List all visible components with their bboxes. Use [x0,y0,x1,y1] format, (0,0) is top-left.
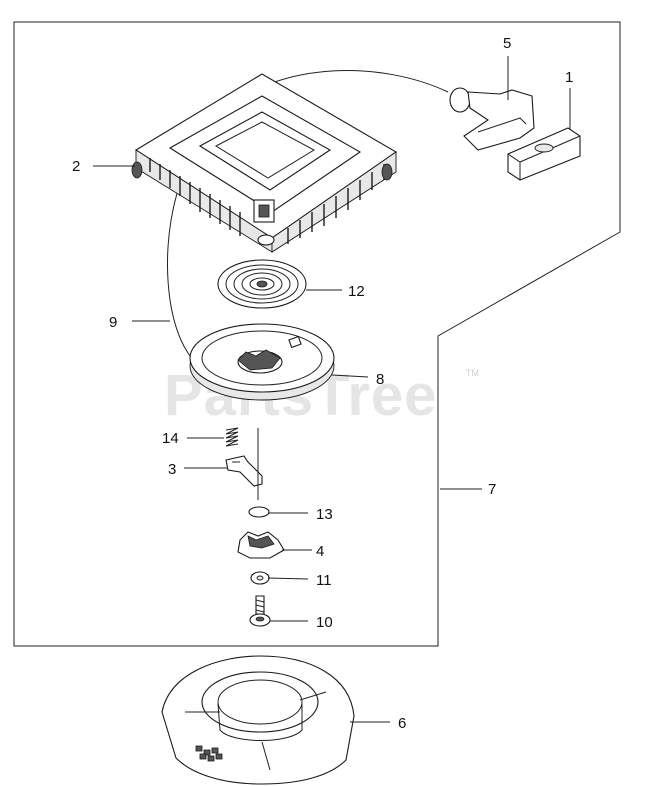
callout-10: 10 [316,614,333,631]
leader-lines [93,56,571,723]
rope-pulley [189,323,335,401]
recoil-spring [217,259,307,309]
pawl-spring [225,427,239,447]
starter-handle [449,87,535,151]
callout-8: 8 [376,371,384,388]
starter-cup [161,655,355,785]
callout-11: 11 [316,572,332,589]
callout-9: 9 [109,314,117,331]
ratchet [237,531,285,559]
callout-5: 5 [503,35,511,52]
washer-13 [248,506,270,518]
callout-3: 3 [168,461,176,478]
starter-housing [131,73,398,253]
assembly-boundary [13,21,621,647]
callout-14: 14 [162,430,179,447]
callout-12: 12 [348,283,365,300]
watermark-tm: TM [466,368,479,378]
handle-insert [507,127,581,181]
callout-2: 2 [72,158,80,175]
screw [249,595,271,627]
callout-1: 1 [565,69,573,86]
washer-11-hole [256,575,264,581]
ratchet-pawl [225,455,263,487]
callout-labels: 1 2 3 4 5 6 7 8 9 10 11 12 13 14 [72,35,573,732]
callout-13: 13 [316,506,333,523]
callout-4: 4 [316,543,324,560]
callout-6: 6 [398,715,406,732]
callout-7: 7 [488,481,496,498]
